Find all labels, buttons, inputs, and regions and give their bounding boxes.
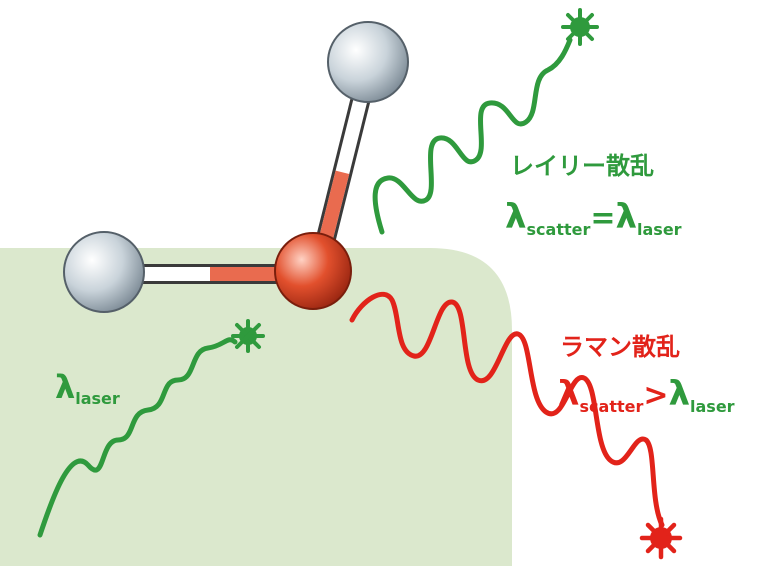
lambda-symbol: λ [505,197,527,237]
rayleigh-formula: λscatter=λlaser [505,197,682,239]
subscript-laser: laser [690,397,735,416]
hydrogen-atom-top [327,21,409,103]
subscript-laser: laser [637,220,682,239]
rayleigh-burst-icon [561,8,599,46]
raman-scatter-wave [349,292,665,528]
incident-burst-icon [231,319,265,353]
molecule-bond-horizontal [140,264,290,284]
raman-formula: λscatter>λlaser [558,374,735,416]
raman-title: ラマン散乱 [560,333,680,361]
hydrogen-atom-left [63,231,145,313]
lambda-symbol: λ [669,374,691,414]
lambda-symbol: λ [55,368,75,406]
lambda-symbol: λ [558,374,580,414]
rayleigh-scatter-wave [372,37,573,235]
incident-label: λlaser [55,368,120,408]
greater-than-sign: > [643,378,668,413]
incident-laser-wave [37,337,238,538]
sample-surface-region [0,248,512,566]
equals-sign: = [590,201,615,236]
subscript-scatter: scatter [527,220,591,239]
rayleigh-title: レイリー散乱 [510,152,654,180]
raman-burst-icon [639,516,683,560]
oxygen-atom [274,232,352,310]
subscript-scatter: scatter [580,397,644,416]
lambda-symbol: λ [616,197,638,237]
subscript-laser: laser [75,389,120,408]
